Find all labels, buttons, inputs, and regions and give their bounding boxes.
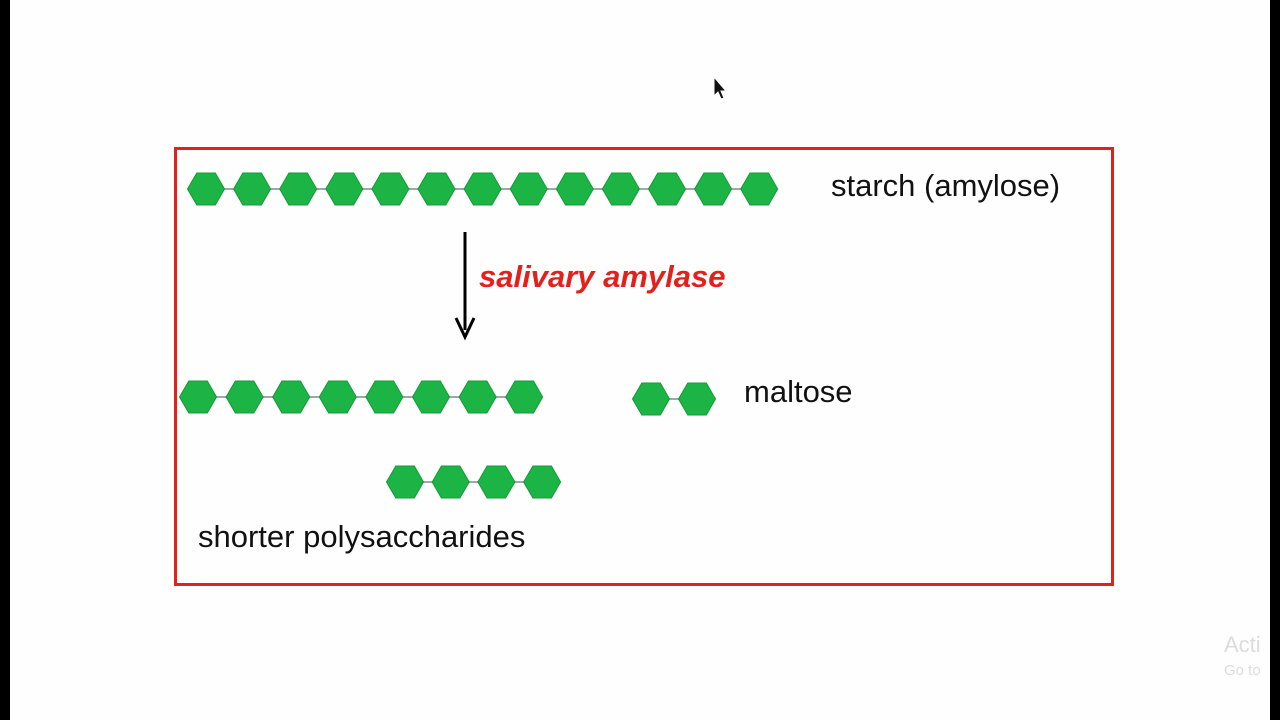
glucose-hexagon-icon	[385, 465, 425, 499]
glucose-hexagon-icon	[178, 380, 218, 414]
glucose-hexagon-icon	[477, 465, 516, 499]
maltose-chain	[631, 382, 717, 416]
glucose-hexagon-icon	[186, 172, 226, 206]
glucose-hexagon-icon	[411, 380, 451, 414]
glucose-hexagon-icon	[417, 172, 456, 206]
glucose-hexagon-icon	[509, 172, 548, 206]
mouse-pointer-icon	[713, 75, 728, 100]
starch-chain	[186, 172, 779, 206]
product-chain	[178, 380, 544, 414]
glucose-hexagon-icon	[318, 380, 357, 414]
glucose-hexagon-icon	[365, 380, 404, 414]
glucose-hexagon-icon	[647, 172, 687, 206]
glucose-hexagon-icon	[601, 172, 640, 206]
glucose-hexagon-icon	[279, 172, 318, 206]
glucose-hexagon-icon	[431, 465, 470, 499]
glucose-hexagon-icon	[463, 172, 502, 206]
glucose-hexagon-icon	[233, 172, 272, 206]
glucose-hexagon-icon	[555, 172, 594, 206]
arrow-down-icon	[454, 232, 476, 341]
glucose-hexagon-icon	[694, 172, 733, 206]
diagram-frame	[174, 147, 1114, 586]
glucose-hexagon-icon	[740, 172, 779, 206]
shorter-polysaccharides-label: shorter polysaccharides	[198, 519, 526, 554]
starch-label: starch (amylose)	[831, 168, 1061, 203]
slide-canvas	[10, 0, 1270, 720]
glucose-hexagon-icon	[631, 382, 671, 416]
shorter-polysaccharide-chain	[385, 465, 562, 499]
enzyme-label: salivary amylase	[479, 259, 726, 294]
glucose-hexagon-icon	[325, 172, 364, 206]
glucose-hexagon-icon	[505, 380, 544, 414]
glucose-hexagon-icon	[458, 380, 497, 414]
glucose-hexagon-icon	[272, 380, 311, 414]
glucose-hexagon-icon	[523, 465, 562, 499]
glucose-hexagon-icon	[677, 382, 717, 416]
glucose-hexagon-icon	[371, 172, 410, 206]
activate-windows-title: Acti	[1224, 632, 1261, 657]
maltose-label: maltose	[744, 374, 853, 409]
activate-windows-subtitle: Go to	[1224, 662, 1261, 679]
glucose-hexagon-icon	[225, 380, 264, 414]
